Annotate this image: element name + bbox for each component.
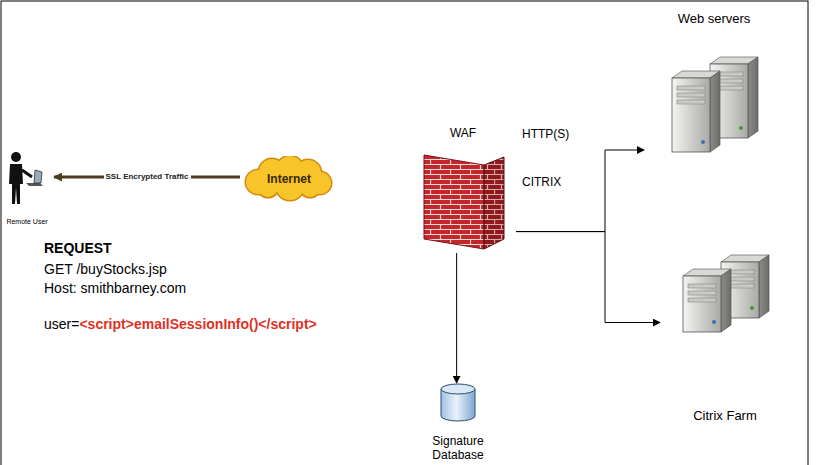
database: Signature Database xyxy=(418,383,498,463)
waf-firewall: WAF xyxy=(410,127,516,253)
server-group: Web servers xyxy=(644,12,784,158)
edge-label: SSL Encrypted Traffic xyxy=(104,173,191,182)
server-group-icon xyxy=(660,252,790,338)
database-icon xyxy=(420,383,496,423)
connector xyxy=(456,253,457,383)
internet-cloud: Internet xyxy=(236,156,342,204)
waf-firewall-icon xyxy=(410,149,516,253)
server-group: Citrix Farm xyxy=(660,252,790,424)
node-label: Remote User xyxy=(6,218,47,226)
node-label: Citrix Farm xyxy=(693,409,757,424)
request-line: Host: smithbarney.com xyxy=(44,280,186,296)
connector xyxy=(516,232,660,323)
node-label: Internet xyxy=(267,173,311,187)
remote-user-icon xyxy=(2,150,52,208)
injected-script: <script>emailSessionInfo()</script> xyxy=(79,316,316,332)
connector xyxy=(516,150,644,232)
protocol-label: CITRIX xyxy=(522,176,561,190)
request-param: user= xyxy=(44,316,79,332)
request-heading: REQUEST xyxy=(44,240,112,256)
remote-user: Remote User xyxy=(2,150,52,226)
server-group-icon xyxy=(644,54,784,158)
node-label: WAF xyxy=(450,127,476,141)
protocol-label: HTTP(S) xyxy=(522,128,569,142)
node-label: Web servers xyxy=(678,12,751,27)
node-label: Signature Database xyxy=(418,435,498,463)
request-line: GET /buyStocks.jsp xyxy=(44,261,167,277)
